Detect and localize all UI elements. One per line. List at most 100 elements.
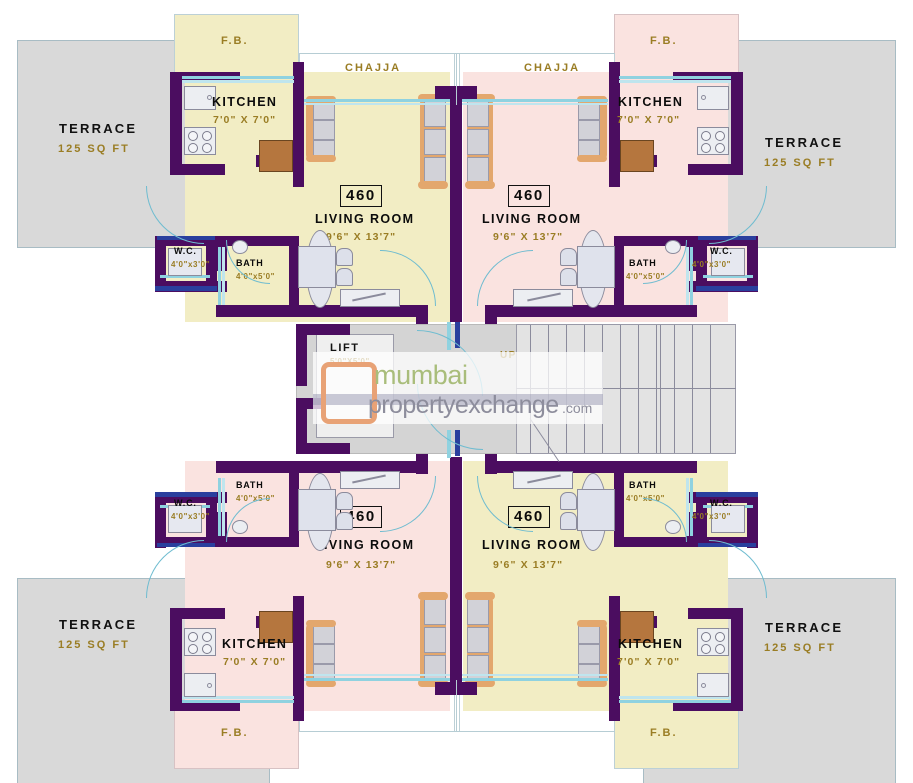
dining-table-bl <box>298 489 336 531</box>
fb-bottom-right-label: F.B. <box>650 727 678 739</box>
fridge-tl <box>259 140 293 172</box>
burner-bl-3 <box>188 644 198 654</box>
wc-tr-label: W.C. <box>710 246 733 256</box>
wall-bl-kitchen-top <box>170 608 225 619</box>
terrace-top-right-label: TERRACE <box>765 135 844 150</box>
wall-tr-bath-left <box>614 236 624 311</box>
wall-tl-wc-right <box>206 236 217 282</box>
glass2-tl-kitchen <box>182 80 294 83</box>
wall-br-bath-bottom <box>623 537 697 547</box>
burner-bl-2 <box>202 632 212 642</box>
chajja-top-left-label: CHAJJA <box>345 62 402 74</box>
wall-central-vertical-top <box>450 88 462 322</box>
stair-tread <box>692 325 693 453</box>
wall-central-vertical-bottom <box>450 457 462 691</box>
stair-mid-landing <box>516 388 736 389</box>
chajja-top-right-label: CHAJJA <box>524 62 581 74</box>
window-tr-terrace-door <box>696 286 758 291</box>
window-br-terrace-door <box>696 492 758 497</box>
sofa-bl-arm-top <box>306 620 336 627</box>
glass2-br-kitchen <box>619 696 731 699</box>
terrace-bottom-left-label: TERRACE <box>59 617 138 632</box>
wc-pan-tl <box>168 248 202 276</box>
glass-central-top <box>447 322 451 350</box>
burner-tr-3 <box>701 143 711 153</box>
glass2-br-bathvent <box>686 478 689 536</box>
sofa-br-center-a-arm-bot <box>465 679 495 687</box>
glass-facade-top-r <box>462 99 608 102</box>
glass-br-bathvent <box>690 478 693 536</box>
wc-tl-label: W.C. <box>174 246 197 256</box>
living-tl-label: LIVING ROOM <box>315 212 415 226</box>
stair-tread <box>620 325 621 453</box>
sofa-br-cushion-2 <box>578 644 600 664</box>
dining-chair-bl-2 <box>336 512 353 530</box>
wall-tl-living-right-low <box>293 62 304 170</box>
glass2-bl-kitchen <box>182 696 294 699</box>
dining-chair-tr-1 <box>560 248 577 266</box>
sofa-bl-cushion-2 <box>313 644 335 664</box>
sofa-bl-center-a-arm-bot <box>418 679 448 687</box>
sofa-bl-arm-bottom <box>306 680 336 687</box>
bath-br-label: BATH <box>629 480 657 490</box>
sofa-br-center-a-c2 <box>467 627 489 653</box>
glass2-tr-kitchen <box>619 80 731 83</box>
wall-bl-living-right <box>293 596 304 721</box>
wall-br-wc-right <box>747 492 758 548</box>
unit-tl-area-badge: 460 <box>340 185 382 207</box>
wall-bl-entry-stub <box>416 452 428 474</box>
wall-tr-wc-right <box>747 236 758 292</box>
wc-pan-br <box>711 505 745 533</box>
stair-rail <box>660 325 661 453</box>
kitchen-sink-drain-bl <box>207 683 212 688</box>
wall-br-top <box>485 461 697 473</box>
sofa-tr-center-a-c2 <box>467 129 489 155</box>
wc-pan-tr <box>711 248 745 276</box>
glass2-bl-bathvent <box>222 478 225 536</box>
stair-tread <box>710 325 711 453</box>
kitchen-tl-label: KITCHEN <box>212 95 278 109</box>
living-tr-label: LIVING ROOM <box>482 212 582 226</box>
glass-bl-kitchen <box>182 700 294 703</box>
glass-facade-bottom-r <box>462 678 608 681</box>
bath-bl-dim: 4'0"x5'0" <box>236 494 276 503</box>
terrace-bottom-right-area: 125 SQ FT <box>764 642 836 654</box>
dining-table-tr <box>577 246 615 288</box>
fridge-bl <box>259 611 293 643</box>
sofa-tl-center-a-arm-top <box>418 94 448 102</box>
wall-br-wc-left <box>696 501 707 547</box>
fb-bottom-left <box>174 703 299 769</box>
wall-br-kitchen-top <box>688 608 743 619</box>
dining-chair-tl-2 <box>336 268 353 286</box>
kitchen-br-label: KITCHEN <box>618 637 684 651</box>
watermark-text-propertyexchange: propertyexchange <box>368 391 559 419</box>
wall-tr-wc-left <box>696 236 707 282</box>
sofa-tr-center-a-c3 <box>467 157 489 183</box>
sofa-tr-arm-bottom <box>577 155 607 162</box>
sofa-tl-center-a-c3 <box>424 157 446 183</box>
sofa-tr-center-a-arm-top <box>465 94 495 102</box>
wall-tr-bottom <box>485 305 697 317</box>
terrace-bottom-right-label: TERRACE <box>765 620 844 635</box>
door-swing-br-terrace <box>709 540 767 598</box>
glass-tr-kitchen <box>619 76 731 79</box>
kitchen-tr-dim: 7'0" X 7'0" <box>617 114 681 126</box>
fridge-br <box>620 611 654 643</box>
glass2-facade-top-r <box>462 103 608 105</box>
burner-tr-2 <box>715 131 725 141</box>
wall-tl-kitchen-left <box>170 72 182 175</box>
dining-chair-br-1 <box>560 492 577 510</box>
wall-tl-wc-left <box>155 236 166 292</box>
window-central-top <box>455 322 460 348</box>
wall-bl-bath-bottom <box>216 537 290 547</box>
wall-bl-bath-right <box>289 472 299 547</box>
fb-top-left-label: F.B. <box>221 35 249 47</box>
watermark-text-com: .com <box>562 400 593 416</box>
wall-br-kitchen-bottom <box>673 700 743 711</box>
window-bl-terrace-door <box>155 492 217 497</box>
wall-tr-living-left <box>609 62 620 187</box>
glass-facade-top <box>304 99 450 102</box>
burner-tr-4 <box>715 143 725 153</box>
glass2-tr-bathvent <box>686 247 689 305</box>
wall-bl-wc-left <box>155 492 166 548</box>
